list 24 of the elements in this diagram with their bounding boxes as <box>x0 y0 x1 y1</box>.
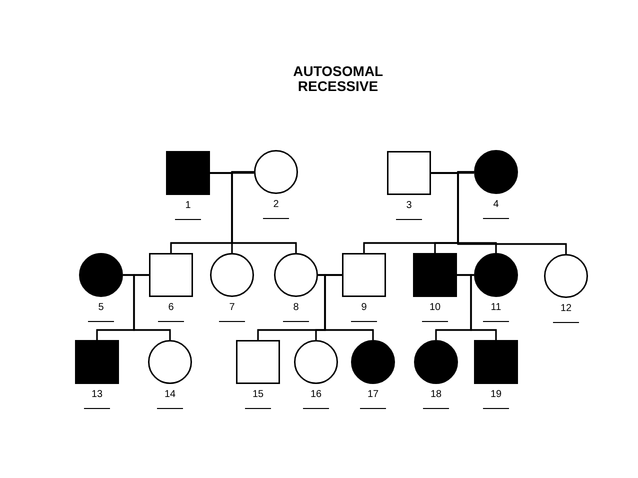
individual-number: 9 <box>361 302 367 314</box>
individual-number: 3 <box>406 200 412 212</box>
individual-number: 6 <box>168 302 174 314</box>
descent-line <box>133 274 171 340</box>
individual-number: 14 <box>164 389 176 401</box>
individual-number: 2 <box>273 199 279 211</box>
diagram-title: AUTOSOMAL RECESSIVE <box>293 64 383 94</box>
individual-number: 19 <box>490 389 502 401</box>
individual-number: 7 <box>229 302 235 314</box>
individual-number: 17 <box>367 389 379 401</box>
individual-number: 12 <box>560 303 572 315</box>
individual-number: 10 <box>429 302 441 314</box>
individual-number: 1 <box>185 200 191 212</box>
individual-number: 8 <box>293 302 299 314</box>
individual-number: 11 <box>490 302 502 314</box>
individual-number: 16 <box>310 389 322 401</box>
individual-number: 18 <box>430 389 442 401</box>
descent-line <box>457 171 567 254</box>
individual-number: 15 <box>252 389 264 401</box>
descent-line <box>231 171 297 253</box>
descent-line <box>470 274 497 340</box>
individual-number: 13 <box>91 389 103 401</box>
individual-number: 5 <box>98 302 104 314</box>
individual-number: 4 <box>493 199 499 211</box>
